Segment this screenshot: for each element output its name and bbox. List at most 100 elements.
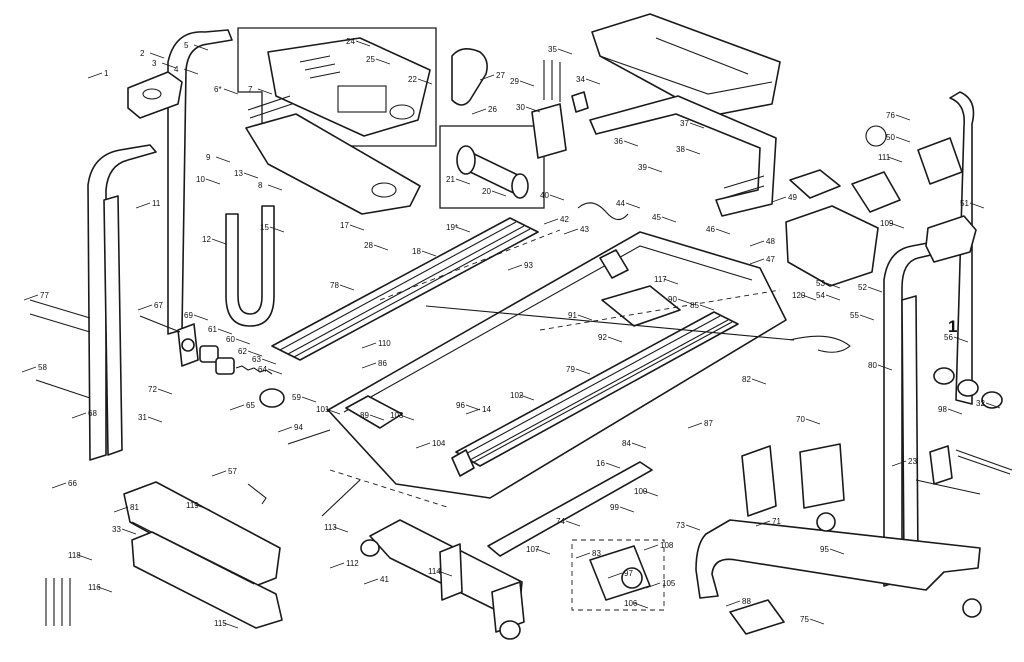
callout-leader-c38 bbox=[685, 148, 701, 155]
callout-c70: 70 bbox=[796, 415, 805, 424]
callout-leader-c72 bbox=[157, 388, 173, 395]
base-wheel-74 bbox=[962, 598, 982, 618]
callout-leader-c19 bbox=[455, 226, 471, 233]
motor-bracket bbox=[531, 60, 589, 159]
motor-hood bbox=[591, 13, 781, 117]
axle-57 bbox=[955, 449, 1013, 471]
callout-leader-c87 bbox=[687, 422, 703, 429]
callout-leader-c4 bbox=[183, 68, 199, 75]
callout-c36: 36 bbox=[614, 137, 623, 146]
callout-leader-c116 bbox=[97, 586, 113, 593]
incline-arm-114 bbox=[491, 581, 525, 633]
callout-leader-c61 bbox=[217, 328, 233, 335]
right-bushing-60 bbox=[933, 367, 955, 385]
callout-c113: 113 bbox=[324, 523, 337, 532]
callout-c7: 7 bbox=[248, 85, 253, 94]
callout-leader-c73 bbox=[685, 524, 701, 531]
isolator-34 bbox=[571, 91, 589, 113]
callout-leader-c36 bbox=[623, 140, 639, 147]
callout-c9: 9 bbox=[206, 153, 211, 162]
callout-leader-c33 bbox=[121, 528, 137, 535]
callout-leader-c49 bbox=[771, 196, 787, 203]
callout-leader-c20 bbox=[491, 190, 507, 197]
callout-c74: 74 bbox=[556, 517, 565, 526]
callout-leader-c31 bbox=[147, 416, 163, 423]
callout-leader-c111 bbox=[887, 156, 903, 163]
callout-c12: 12 bbox=[202, 235, 211, 244]
callout-leader-c25 bbox=[375, 58, 391, 65]
callout-c21: 21 bbox=[446, 175, 455, 184]
callout-c100: 100 bbox=[634, 487, 648, 496]
callout-c64: 64 bbox=[258, 365, 267, 374]
callout-c15: 15 bbox=[260, 223, 269, 232]
motor-inset bbox=[439, 48, 545, 209]
callout-c80: 80 bbox=[868, 361, 877, 370]
callout-leader-c117 bbox=[663, 278, 679, 285]
callout-c118: 118 bbox=[68, 551, 81, 560]
callout-leader-c100 bbox=[643, 490, 659, 497]
callout-leader-c10 bbox=[205, 178, 221, 185]
callout-leader-c11 bbox=[135, 202, 151, 209]
callout-c48: 48 bbox=[766, 237, 775, 246]
callout-leader-c43 bbox=[563, 228, 579, 235]
callout-leader-c94 bbox=[277, 426, 293, 433]
callout-leader-c98 bbox=[947, 408, 963, 415]
callout-leader-c107 bbox=[535, 548, 551, 555]
callout-c30: 30 bbox=[516, 103, 525, 112]
right-pivot-bracket bbox=[929, 445, 953, 485]
callout-c56: 56 bbox=[944, 333, 953, 342]
callout-c38: 38 bbox=[676, 145, 685, 154]
deck-frame bbox=[327, 231, 787, 499]
base-frame-upright-66 bbox=[741, 445, 777, 517]
left-wheel-59 bbox=[259, 388, 285, 408]
right-console-mount bbox=[925, 215, 977, 263]
callout-c86: 86 bbox=[378, 359, 387, 368]
callout-leader-c75 bbox=[809, 618, 825, 625]
left-pivot-hole bbox=[181, 338, 195, 352]
rear-endcap-edge bbox=[131, 521, 255, 585]
callout-c6: 6* bbox=[214, 85, 222, 94]
callout-leader-c5 bbox=[193, 44, 209, 51]
callout-leader-c89 bbox=[369, 414, 385, 421]
left-pivot-assembly bbox=[139, 315, 285, 408]
callout-c103: 103 bbox=[390, 411, 404, 420]
incline-bracket-117 bbox=[601, 285, 681, 327]
callout-c120: 120 bbox=[792, 291, 806, 300]
callout-c96: 96 bbox=[456, 401, 465, 410]
callout-c4: 4 bbox=[174, 65, 179, 74]
callout-c32: 32 bbox=[976, 399, 985, 408]
callout-leader-c110 bbox=[361, 342, 377, 349]
callout-c1: 1 bbox=[104, 69, 109, 78]
callout-c102: 102 bbox=[510, 391, 524, 400]
callout-c57: 57 bbox=[228, 467, 237, 476]
callout-leader-c66 bbox=[51, 482, 67, 489]
callout-leader-c88 bbox=[725, 600, 741, 607]
rear-roller-104 bbox=[451, 449, 475, 477]
callout-c46: 46 bbox=[706, 225, 715, 234]
left-bushing-a bbox=[199, 345, 219, 363]
callout-c31: 31 bbox=[138, 413, 147, 422]
callout-leader-c104 bbox=[415, 442, 431, 449]
console-base bbox=[245, 95, 421, 215]
callout-leader-c9 bbox=[215, 156, 231, 163]
controller-board-109 bbox=[851, 171, 901, 213]
callout-leader-c59 bbox=[301, 396, 317, 403]
callout-leader-c84 bbox=[631, 442, 647, 449]
callout-c88: 88 bbox=[742, 597, 751, 606]
callout-c37: 37 bbox=[680, 119, 689, 128]
right-axle-bolt bbox=[957, 455, 1011, 475]
right-upright-inner-bar bbox=[901, 295, 919, 567]
motor-hood-ridge bbox=[655, 37, 749, 75]
incline-motor-gear bbox=[621, 567, 643, 589]
callout-leader-c13 bbox=[243, 172, 259, 179]
callout-leader-c118 bbox=[77, 554, 93, 561]
callout-c111: 111 bbox=[878, 153, 891, 162]
left-axle-bolt bbox=[139, 315, 181, 333]
callout-leader-c97 bbox=[607, 572, 623, 579]
callout-c51: 51 bbox=[960, 199, 969, 208]
callout-c39: 39 bbox=[638, 163, 647, 172]
incline-motor-guide-box bbox=[571, 539, 665, 611]
base-frame bbox=[695, 443, 982, 635]
callout-leader-c103 bbox=[399, 414, 415, 421]
incline-wheel-74 bbox=[499, 620, 521, 640]
